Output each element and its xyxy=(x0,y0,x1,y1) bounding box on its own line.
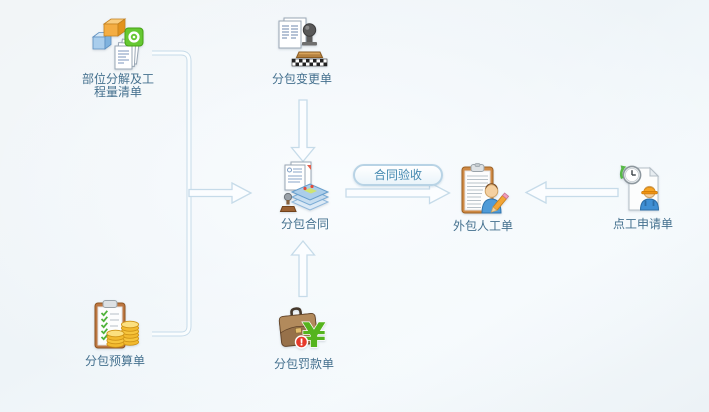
blocks-documents-icon xyxy=(91,16,145,70)
contract-acceptance-badge[interactable]: 合同验收 xyxy=(353,164,443,186)
arrow-up-fine-to-contract xyxy=(290,239,316,298)
node-label-outsource-labor: 外包人工单 xyxy=(452,219,513,233)
document-clock-worker-icon xyxy=(616,161,670,215)
clipboard-coins-icon xyxy=(88,298,142,352)
node-label-budget: 分包预算单 xyxy=(84,354,145,368)
briefcase-yuan-alert-icon: ¥ ! xyxy=(277,301,331,355)
node-contract[interactable]: 分包合同 xyxy=(250,161,360,231)
arrow-down-change-to-contract xyxy=(290,99,316,163)
documents-stamp-icon xyxy=(275,16,329,70)
node-daywork-request[interactable]: 点工申请单 xyxy=(588,161,698,231)
contract-layers-stamp-icon xyxy=(278,161,332,215)
svg-text:¥: ¥ xyxy=(302,316,326,355)
node-budget[interactable]: 分包预算单 xyxy=(60,298,170,368)
node-label-change-order: 分包变更单 xyxy=(271,72,332,86)
clipboard-worker-pencil-icon xyxy=(456,163,510,217)
arrow-right-to-contract xyxy=(188,181,253,205)
node-fine[interactable]: ¥ ! 分包罚款单 xyxy=(249,301,359,371)
node-change-order[interactable]: 分包变更单 xyxy=(247,16,357,86)
arrow-right-contract-to-labor xyxy=(345,181,451,205)
node-boq[interactable]: 部位分解及工程量清单 xyxy=(63,16,173,99)
node-outsource-labor[interactable]: 外包人工单 xyxy=(428,163,538,233)
arrow-left-daywork-to-labor xyxy=(524,180,619,205)
node-label-daywork-request: 点工申请单 xyxy=(612,217,673,231)
node-label-boq: 部位分解及工程量清单 xyxy=(81,72,154,99)
node-label-fine: 分包罚款单 xyxy=(273,357,334,371)
svg-text:!: ! xyxy=(299,338,304,349)
node-label-contract: 分包合同 xyxy=(280,217,329,231)
